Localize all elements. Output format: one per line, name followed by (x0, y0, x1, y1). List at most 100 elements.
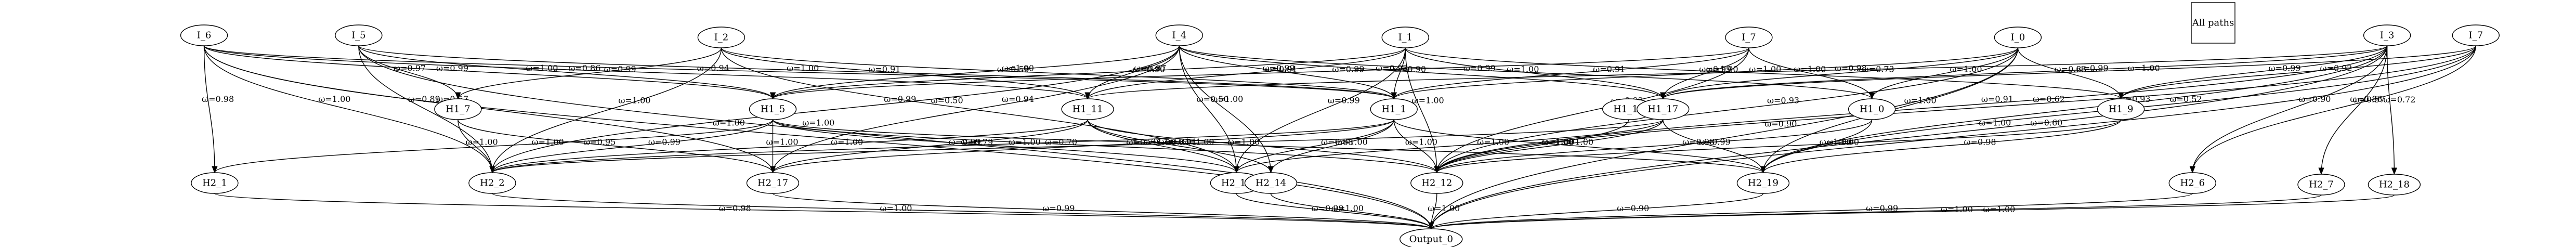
edge-label: ω=1.00 (1827, 137, 1859, 147)
edge-i_0-to-output_0 (1428, 47, 2019, 230)
node-label: H2_2 (480, 178, 505, 189)
node-label: H1_7 (446, 104, 470, 115)
edge-h1_5-to-h2_12 (772, 119, 1440, 174)
edge-i_1-to-h1_11 (1084, 47, 1406, 100)
edge-label: ω=1.00 (1507, 64, 1539, 74)
edge-label: ω=1.00 (1412, 95, 1444, 105)
edge-label: ω=0.95 (583, 137, 616, 147)
edge-label: ω=0.99 (1699, 64, 1731, 74)
edge-h1_5-to-h2_2 (489, 119, 774, 174)
edge-h1_1-to-h2_19 (1393, 119, 1766, 174)
edge-h1_7-to-h2_2 (457, 119, 495, 174)
edge-i_4-to-h2_14 (1179, 45, 1274, 174)
node-h1-11: H1_11 (1061, 98, 1114, 120)
node-h2-18: H2_18 (2368, 174, 2421, 196)
node-shape (1736, 172, 1790, 194)
edge-i_7-to-h1_0 (1748, 47, 1875, 100)
edge-label: ω=1.00 (2128, 63, 2160, 73)
node-label: H2_6 (2180, 178, 2205, 189)
edge-label: ω=1.00 (880, 203, 912, 213)
edge-h1_17-to-h2_19 (1663, 119, 1766, 174)
node-shape (1061, 98, 1114, 120)
node-shape (2297, 174, 2345, 196)
node-label: H1_18 (1613, 104, 1644, 115)
node-h2-6: H2_6 (2168, 172, 2216, 194)
node-i-6: I_6 (180, 24, 228, 46)
edge-h1_9-to-h2_12 (1434, 119, 2122, 174)
edge-label: ω=0.70 (1045, 137, 1077, 147)
node-shape (2097, 98, 2145, 120)
edge-i_1-to-h2_10 (1233, 47, 1406, 174)
edge-label: ω=1.00 (1983, 204, 2015, 214)
edge-label: ω=0.99 (1332, 64, 1364, 74)
edge-label: ω=1.00 (1428, 203, 1460, 213)
node-h2-19: H2_19 (1736, 172, 1790, 194)
node-shape (746, 172, 800, 194)
edge-h1_0-to-h2_12 (1434, 119, 1873, 174)
edge-label: ω=1.00 (1009, 137, 1041, 147)
node-label: I_2 (714, 32, 729, 43)
edge-h1_17-to-h2_10 (1234, 119, 1664, 174)
edge-h1_17-to-h2_2 (489, 119, 1664, 174)
edge-label: ω=1.00 (1143, 137, 1175, 147)
edge-label: ω=0.73 (1862, 64, 1894, 74)
edge-i_2-to-h2_2 (489, 47, 722, 174)
edge-i_3-to-h1_11 (1085, 45, 2388, 100)
node-shape (1155, 24, 1203, 46)
edge-i_3-to-h2_6 (2189, 45, 2388, 174)
edge-label: ω=1.00 (1002, 63, 1034, 73)
node-h2-1: H2_1 (191, 172, 239, 194)
edge-h2_10-to-output_0 (1236, 193, 1434, 230)
node-h2-12: H2_12 (1410, 172, 1463, 194)
edge-label: ω=0.91 (1165, 137, 1197, 147)
node-shape (1725, 27, 1773, 48)
edge-label: ω=0.50 (1196, 94, 1228, 104)
edge-label: ω=1.00 (318, 94, 350, 104)
node-i-4: I_4 (1155, 24, 1203, 46)
edge-label: ω=0.90 (1617, 203, 1649, 213)
edge-i_4-to-h1_5 (770, 45, 1180, 100)
node-shape (434, 98, 482, 120)
edge-label: ω=1.00 (1227, 137, 1260, 147)
edge-label: ω=1.00 (802, 118, 834, 127)
node-shape (468, 172, 516, 194)
edge-label: ω=0.94 (1002, 94, 1034, 104)
edge-i_4-to-h2_17 (769, 45, 1180, 174)
node-shape (1637, 98, 1690, 120)
node-label: I_1 (1398, 32, 1413, 43)
edge-i_7b-to-h1_9 (2118, 45, 2477, 100)
edge-i_1-to-h2_12 (1405, 47, 1440, 174)
edge-label: ω=0.62 (2033, 94, 2065, 104)
node-label: H2_14 (1256, 178, 1286, 189)
edge-label: ω=1.00 (1749, 64, 1781, 74)
edge-label: ω=0.94 (697, 63, 729, 73)
node-shape (191, 172, 239, 194)
node-shape (180, 24, 228, 46)
node-shape (2363, 24, 2411, 46)
node-shape (2168, 172, 2216, 194)
edge-label: ω=0.97 (1134, 63, 1166, 73)
node-label: H1_0 (1860, 104, 1885, 115)
edge-label: ω=0.99 (1263, 63, 1295, 73)
edge-i_4-to-h2_2 (489, 45, 1180, 174)
edge-label: ω=0.90 (1764, 119, 1797, 129)
edge-label: ω=1.00 (618, 95, 650, 105)
edge-label: ω=1.00 (1405, 137, 1437, 147)
edge-i_2-to-h1_7 (455, 47, 722, 100)
node-i-7b: I_7 (2452, 24, 2500, 46)
edge-label: ω=0.79 (1126, 137, 1158, 147)
edge-label: ω=0.99 (1463, 63, 1496, 73)
legend-label: All paths (2192, 18, 2234, 29)
edge-h1_11-to-h2_12 (1087, 119, 1440, 174)
edge-i_0-to-h2_12 (1434, 47, 2019, 174)
edge-label: ω=1.00 (1211, 94, 1243, 104)
node-h2-17: H2_17 (746, 172, 800, 194)
node-shape (697, 27, 746, 48)
node-h2-14: H2_14 (1244, 172, 1298, 194)
edge-h1_0-to-h2_19 (1760, 119, 1873, 174)
edge-i_3-to-h2_7 (2318, 45, 2388, 175)
edge-label: ω=0.99 (1698, 137, 1731, 147)
edge-i_7b-to-h2_6 (2189, 45, 2477, 174)
edge-i_5-to-output_0 (358, 45, 1434, 230)
